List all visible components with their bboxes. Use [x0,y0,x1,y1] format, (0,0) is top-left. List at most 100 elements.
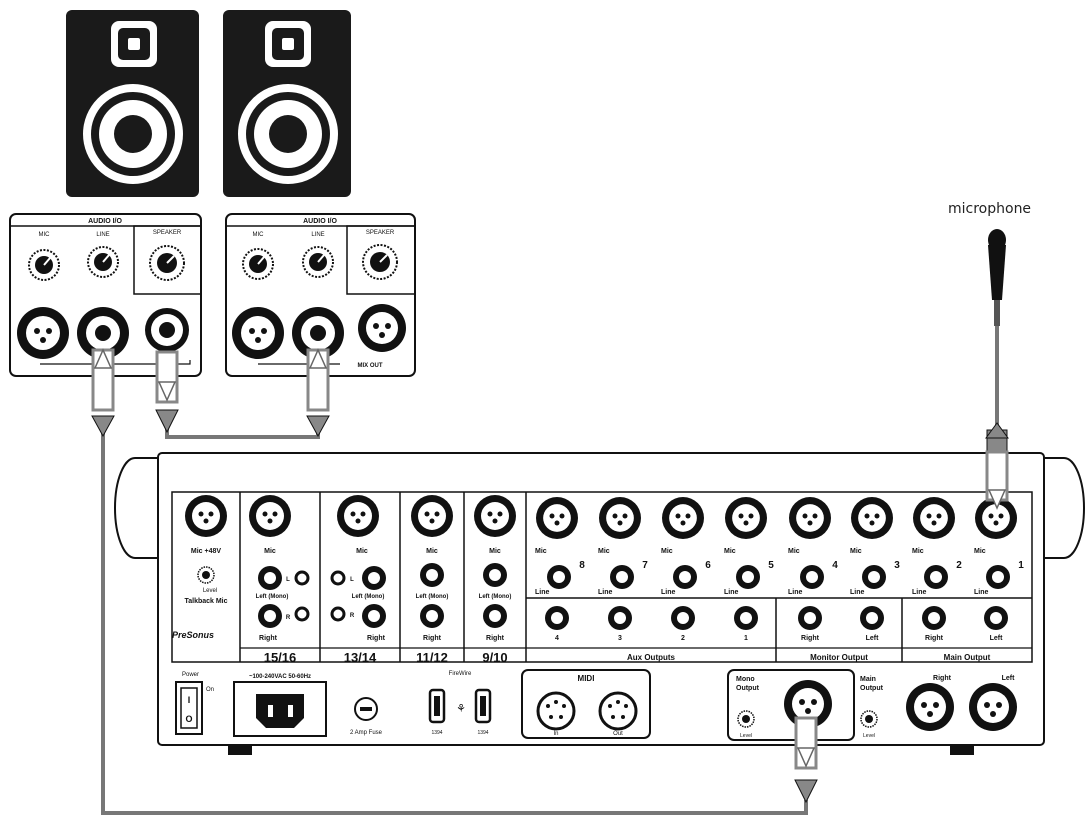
combo-inputs: MicLine8MicLine7MicLine6MicLine5MicLine4… [535,497,1024,596]
monitor-output-right[interactable] [798,606,822,630]
r-label: R [286,615,291,621]
line-label: Line [724,589,738,596]
audio-io-panel-right: AUDIO I/O MIC LINE SPEAKER [225,213,416,377]
xlr-mic-input[interactable] [411,495,453,537]
talkback-mic-xlr[interactable] [185,495,227,537]
main-output-label-2: Output [860,685,884,692]
speaker-knob-label: SPEAKER [366,230,395,236]
right-label: Right [423,635,442,642]
line-gain-knob[interactable] [87,246,119,278]
mic-gain-knob[interactable] [28,249,60,281]
line-input[interactable] [736,565,760,589]
midi-out-port[interactable] [598,691,638,731]
xlr-mic-input[interactable] [913,497,955,539]
talkback-level-knob[interactable] [197,566,215,584]
xlr-mic-input[interactable] [662,497,704,539]
xlr-mic-input[interactable] [17,307,69,359]
power-section: Power I O On [175,672,214,735]
firewire-symbol-icon: ⚘ [456,703,466,715]
left-mono-label: Left (Mono) [416,594,449,600]
speaker-level-knob[interactable] [362,244,398,280]
right-label: Right [925,635,944,642]
mono-output-label-1: Mono [736,676,755,683]
mono-level-knob[interactable] [737,710,755,728]
firewire-a-label: 1394 [431,730,442,736]
mic-cable-plug [985,422,1009,510]
ac-voltage-label: ~100-240VAC 50-60Hz [249,674,311,680]
firewire-section: FireWire ⚘ 1394 1394 [428,671,492,736]
line-input[interactable] [610,565,634,589]
firewire-port-a[interactable] [428,688,446,724]
speaker-right [223,10,351,197]
mic-48v-label: Mic +48V [191,548,221,555]
xlr-mic-input[interactable] [232,307,284,359]
aux-number: 3 [618,635,622,642]
speaker-left [66,10,199,197]
xlr-mic-input[interactable] [789,497,831,539]
line-label: Line [850,589,864,596]
line-gain-knob[interactable] [302,246,334,278]
main-output-right-jack[interactable] [922,606,946,630]
main-level-knob[interactable] [860,710,878,728]
xlr-mic-input[interactable] [474,495,516,537]
mic-label: Mic [724,548,736,555]
power-switch[interactable]: I O [175,681,203,735]
line-in-plug-left [91,348,115,438]
right-label: Right [486,635,505,642]
main-output-left-jack[interactable] [984,606,1008,630]
aux-output-jack[interactable] [608,606,632,630]
speaker-out-plug [155,350,179,434]
combo-line-input[interactable] [77,307,129,359]
xlr-mic-input[interactable] [851,497,893,539]
xlr-mic-input[interactable] [337,495,379,537]
midi-label: MIDI [578,674,595,683]
aux-output-jack[interactable] [545,606,569,630]
speaker-output-jack[interactable] [145,308,189,352]
xlr-mic-input[interactable] [725,497,767,539]
combo-line-input[interactable] [292,307,344,359]
right-label: Right [801,635,820,642]
mic-knob-label: MIC [253,232,265,238]
speaker-level-knob[interactable] [149,245,185,281]
firewire-b-label: 1394 [477,730,488,736]
line-input[interactable] [862,565,886,589]
channel-number: 4 [832,560,838,571]
xlr-mic-input[interactable] [599,497,641,539]
mono-output-xlr[interactable] [784,680,832,728]
line-knob-label: LINE [311,232,324,238]
line-input[interactable] [986,565,1010,589]
mic-label: Mic [598,548,610,555]
ac-inlet[interactable] [256,694,304,728]
channel-number: 8 [579,560,585,571]
midi-in-port[interactable] [536,691,576,731]
xlr-mic-input[interactable] [975,497,1017,539]
line-input[interactable] [673,565,697,589]
power-label: Power [182,672,199,678]
mic-knob-label: MIC [39,232,51,238]
mono-level-label: Level [740,733,752,739]
main-right-label: Right [933,675,952,682]
l-label: L [286,577,290,583]
aux-output-jack[interactable] [734,606,758,630]
xlr-mix-output[interactable] [358,304,406,352]
mic-label: Mic [356,548,368,555]
aux-output-jack[interactable] [671,606,695,630]
firewire-port-b[interactable] [474,688,492,724]
main-left-xlr[interactable] [969,683,1017,731]
mic-label: Mic [788,548,800,555]
channel-number: 7 [642,560,648,571]
line-input[interactable] [924,565,948,589]
main-level-label: Level [863,733,875,739]
mic-label: Mic [489,548,501,555]
line-input[interactable] [547,565,571,589]
xlr-mic-input[interactable] [536,497,578,539]
aux-outputs-label: Aux Outputs [627,653,676,662]
audio-io-title: AUDIO I/O [303,218,337,225]
r-label: R [350,613,355,619]
line-input[interactable] [800,565,824,589]
mic-gain-knob[interactable] [242,248,274,280]
monitor-output-left[interactable] [860,606,884,630]
xlr-mic-input[interactable] [249,495,291,537]
main-right-xlr[interactable] [906,683,954,731]
